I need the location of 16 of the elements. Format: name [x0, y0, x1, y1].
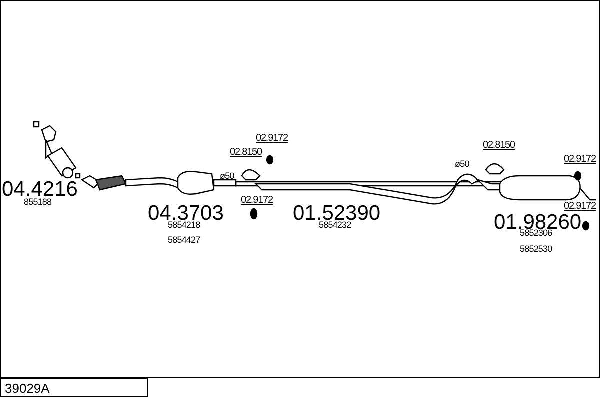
- diameter-label: ø50: [220, 172, 234, 181]
- diagram-code: 39029A: [0, 378, 148, 397]
- oe-number: 855188: [24, 198, 52, 207]
- hanger-part-number: 02.9172: [256, 134, 288, 144]
- oe-number: 5852306: [520, 229, 552, 238]
- oe-number: 5854232: [319, 221, 352, 230]
- part-number: 04.4216: [2, 179, 78, 200]
- diameter-label: ø50: [455, 160, 470, 169]
- clamp-part-number: 02.8150: [230, 148, 262, 158]
- oe-number: 5854427: [168, 236, 200, 245]
- oe-number: 5854218: [168, 221, 200, 230]
- clamp-part-number: 02.8150: [483, 141, 515, 151]
- hanger-part-number: 02.9172: [241, 196, 273, 206]
- hanger-part-number: 02.9172: [564, 202, 596, 212]
- hanger-part-number: 02.9172: [564, 155, 596, 165]
- oe-number: 5852530: [520, 245, 552, 254]
